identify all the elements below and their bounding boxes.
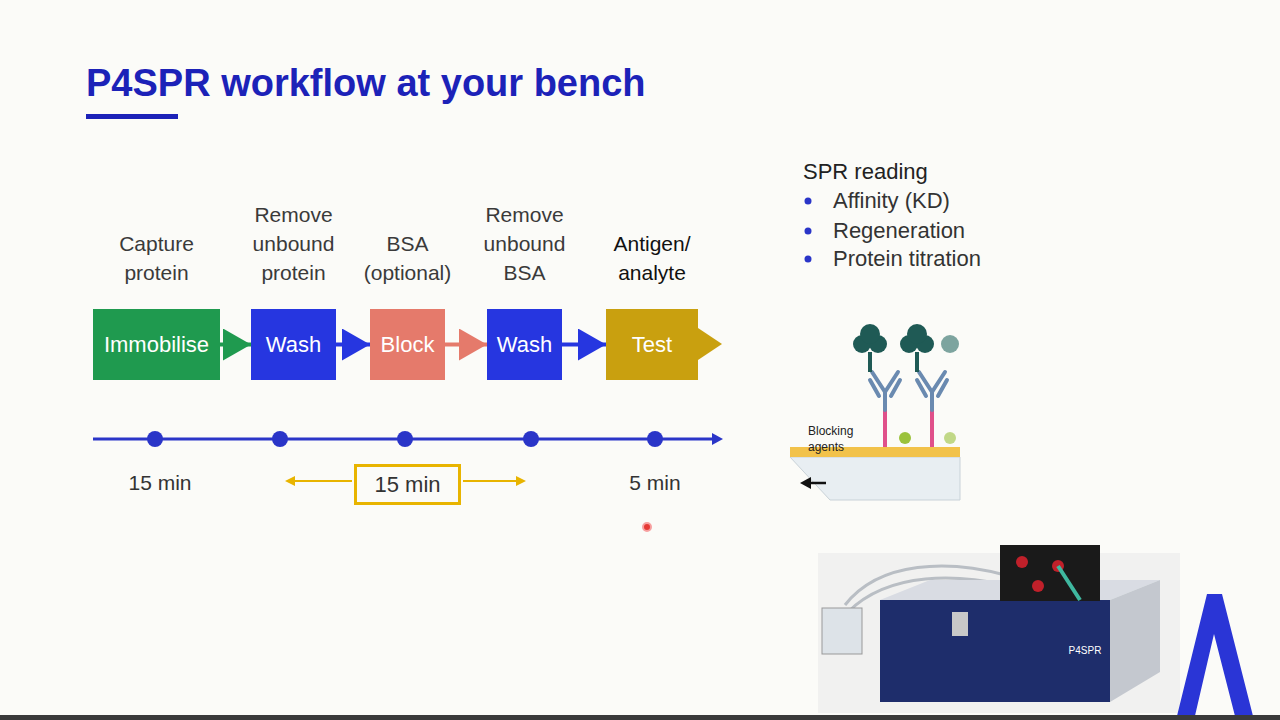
span-arrow <box>463 480 518 482</box>
process-box: Remove unbound BSAWash <box>487 309 562 380</box>
device-side <box>1110 580 1160 702</box>
flow-arrow <box>562 343 606 347</box>
company-logo <box>1176 594 1254 720</box>
span-arrow-head <box>516 476 526 486</box>
step-label: Wash <box>497 332 552 358</box>
timeline-dot <box>272 431 288 447</box>
antigen-symbol <box>868 352 872 372</box>
bullet-dot <box>805 256 812 263</box>
duration-label: 5 min <box>629 471 680 495</box>
antibody-symbol <box>917 372 947 410</box>
bullet-dot <box>805 228 812 235</box>
bullet-text: Affinity (KD) <box>833 188 950 214</box>
step-heading: Antigen/ analyte <box>596 229 708 287</box>
linker-stem <box>883 408 887 447</box>
timeline-dot <box>647 431 663 447</box>
span-arrow <box>293 480 352 482</box>
antigen-symbol <box>907 324 927 344</box>
blocking-agent <box>899 432 911 444</box>
process-box: Antigen/ analyteTest <box>606 309 698 380</box>
step-label: Wash <box>266 332 321 358</box>
step-label: 15 min <box>374 472 440 498</box>
antigen-symbol <box>941 335 959 353</box>
flow-cell <box>1000 545 1100 601</box>
step-heading: Remove unbound protein <box>238 200 350 287</box>
panel-heading: SPR reading <box>803 159 928 185</box>
timeline-dot <box>523 431 539 447</box>
step-label: Block <box>381 332 435 358</box>
direction-arrow <box>810 482 826 485</box>
bullet-text: Protein titration <box>833 246 981 272</box>
step-heading: BSA (optional) <box>352 229 464 287</box>
process-box: Capture proteinImmobilise <box>93 309 220 380</box>
step-heading: Capture protein <box>101 229 213 287</box>
bullet-text: Regeneration <box>833 218 965 244</box>
photo-background <box>818 553 1180 713</box>
process-box: BSA (optional)Block <box>370 309 445 380</box>
syringe <box>1058 566 1080 600</box>
beaker <box>822 608 862 654</box>
blocking-agent <box>944 432 956 444</box>
antigen-symbol <box>915 352 919 372</box>
linker-stem <box>930 408 934 447</box>
span-arrow-head <box>285 476 295 486</box>
step-heading: Remove unbound BSA <box>469 200 581 287</box>
device-label: P4SPR <box>1069 645 1102 656</box>
duration-box: 15 min <box>354 464 461 505</box>
flow-port <box>1016 556 1028 568</box>
illustration-label: Blocking agents <box>808 423 870 455</box>
arrow-head <box>698 328 722 360</box>
timeline-dot <box>147 431 163 447</box>
title-underline <box>86 114 178 119</box>
bullet-dot <box>805 198 812 205</box>
step-label: Test <box>632 332 672 358</box>
slide-title: P4SPR workflow at your bench <box>86 62 646 105</box>
flow-port <box>1032 580 1044 592</box>
timeline-arrow-head <box>712 433 723 445</box>
device-front <box>880 600 1110 702</box>
duration-label: 15 min <box>128 471 191 495</box>
flow-arrow <box>336 343 370 347</box>
antibody-symbol <box>870 372 900 410</box>
timeline-dot <box>397 431 413 447</box>
process-box: Remove unbound proteinWash <box>251 309 336 380</box>
flow-arrow <box>445 343 487 347</box>
flow-arrow <box>220 343 251 347</box>
pointer-dot <box>643 523 651 531</box>
antigen-symbol <box>860 324 880 344</box>
sensor-prism <box>790 457 960 500</box>
direction-arrow-head <box>800 477 811 489</box>
step-label: Immobilise <box>104 332 209 358</box>
bottom-bar <box>0 715 1280 720</box>
device-clip <box>952 612 968 636</box>
